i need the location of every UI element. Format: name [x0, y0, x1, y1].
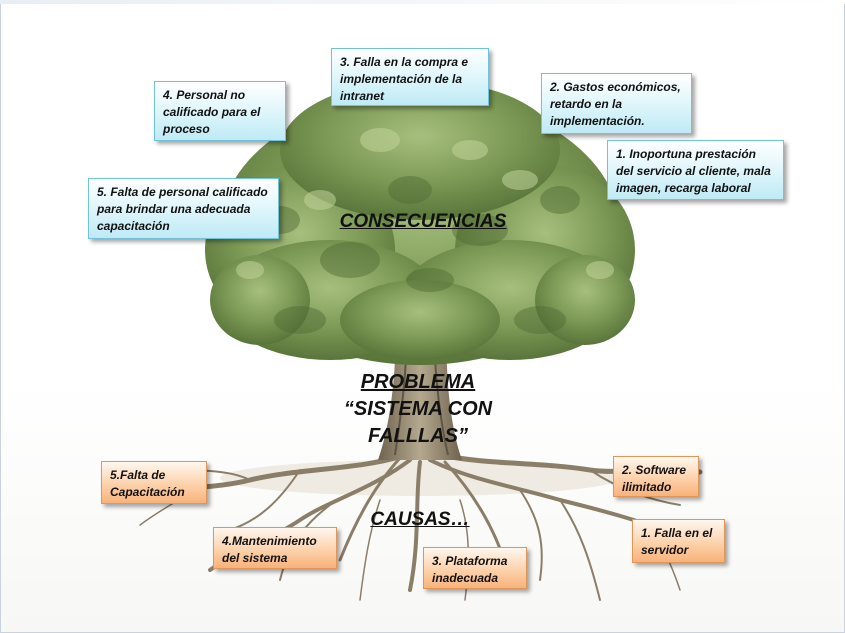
cause-box-2: 2. Software ilimitado — [613, 456, 699, 497]
problem-title: PROBLEMA — [360, 371, 476, 393]
cause-box-1: 1. Falla en el servidor — [632, 519, 725, 563]
consequence-box-5: 5. Falta de personal calificado para bri… — [88, 178, 279, 239]
consequence-box-3: 3. Falla en la compra e implementación d… — [331, 48, 489, 106]
slide-top-bar — [0, 0, 845, 4]
consequences-heading: CONSECUENCIAS — [339, 211, 507, 232]
problem-statement: PROBLEMA “SISTEMA CON FALLLAS” — [318, 369, 518, 450]
problem-line-1: “SISTEMA CON — [343, 398, 493, 420]
consequence-box-4: 4. Personal no calificado para el proces… — [154, 81, 286, 141]
problem-line-2: FALLLAS” — [368, 425, 468, 447]
cause-box-4: 4.Mantenimiento del sistema — [213, 527, 337, 569]
consequence-box-1: 1. Inoportuna prestación del servicio al… — [607, 140, 784, 200]
cause-box-5: 5.Falta de Capacitación — [101, 461, 207, 504]
consequence-box-2: 2. Gastos económicos, retardo en la impl… — [541, 73, 692, 134]
tree-canopy — [205, 80, 635, 365]
cause-box-3: 3. Plataforma inadecuada — [423, 547, 527, 589]
causes-heading: CAUSAS… — [370, 509, 470, 530]
